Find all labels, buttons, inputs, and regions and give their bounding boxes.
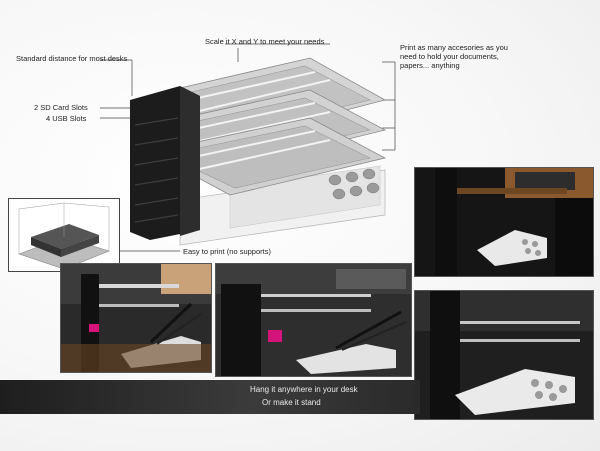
vertical-module: [130, 86, 200, 240]
pen-holder-holes: [328, 168, 380, 200]
label-usb-slots: 4 USB Slots: [46, 114, 87, 123]
photo-hanging-closeup: [414, 290, 594, 420]
photo-stand-desk: [414, 167, 594, 277]
label-print-accessories: Print as many accesories as you need to …: [400, 43, 520, 70]
caption-make-stand: Or make it stand: [262, 398, 321, 407]
label-sd-slots: 2 SD Card Slots: [34, 103, 88, 112]
paper-trays: [148, 57, 387, 196]
label-print-accessories-line2: need to hold your documents,: [400, 52, 499, 61]
photo-desk-hanging: [215, 263, 412, 377]
label-print-accessories-line3: papers... anything: [400, 61, 460, 70]
label-scale: Scale it X and Y to meet your needs: [205, 37, 325, 46]
photo-desk-pens: [60, 263, 212, 373]
print-bed-preview: [8, 198, 120, 272]
caption-hang-desk: Hang it anywhere in your desk: [250, 385, 358, 394]
label-print-accessories-line1: Print as many accesories as you: [400, 43, 508, 52]
label-standard-distance: Standard distance for most desks: [16, 54, 128, 63]
label-easy-print: Easy to print (no supports): [183, 247, 271, 256]
caption-bar: [0, 380, 420, 414]
